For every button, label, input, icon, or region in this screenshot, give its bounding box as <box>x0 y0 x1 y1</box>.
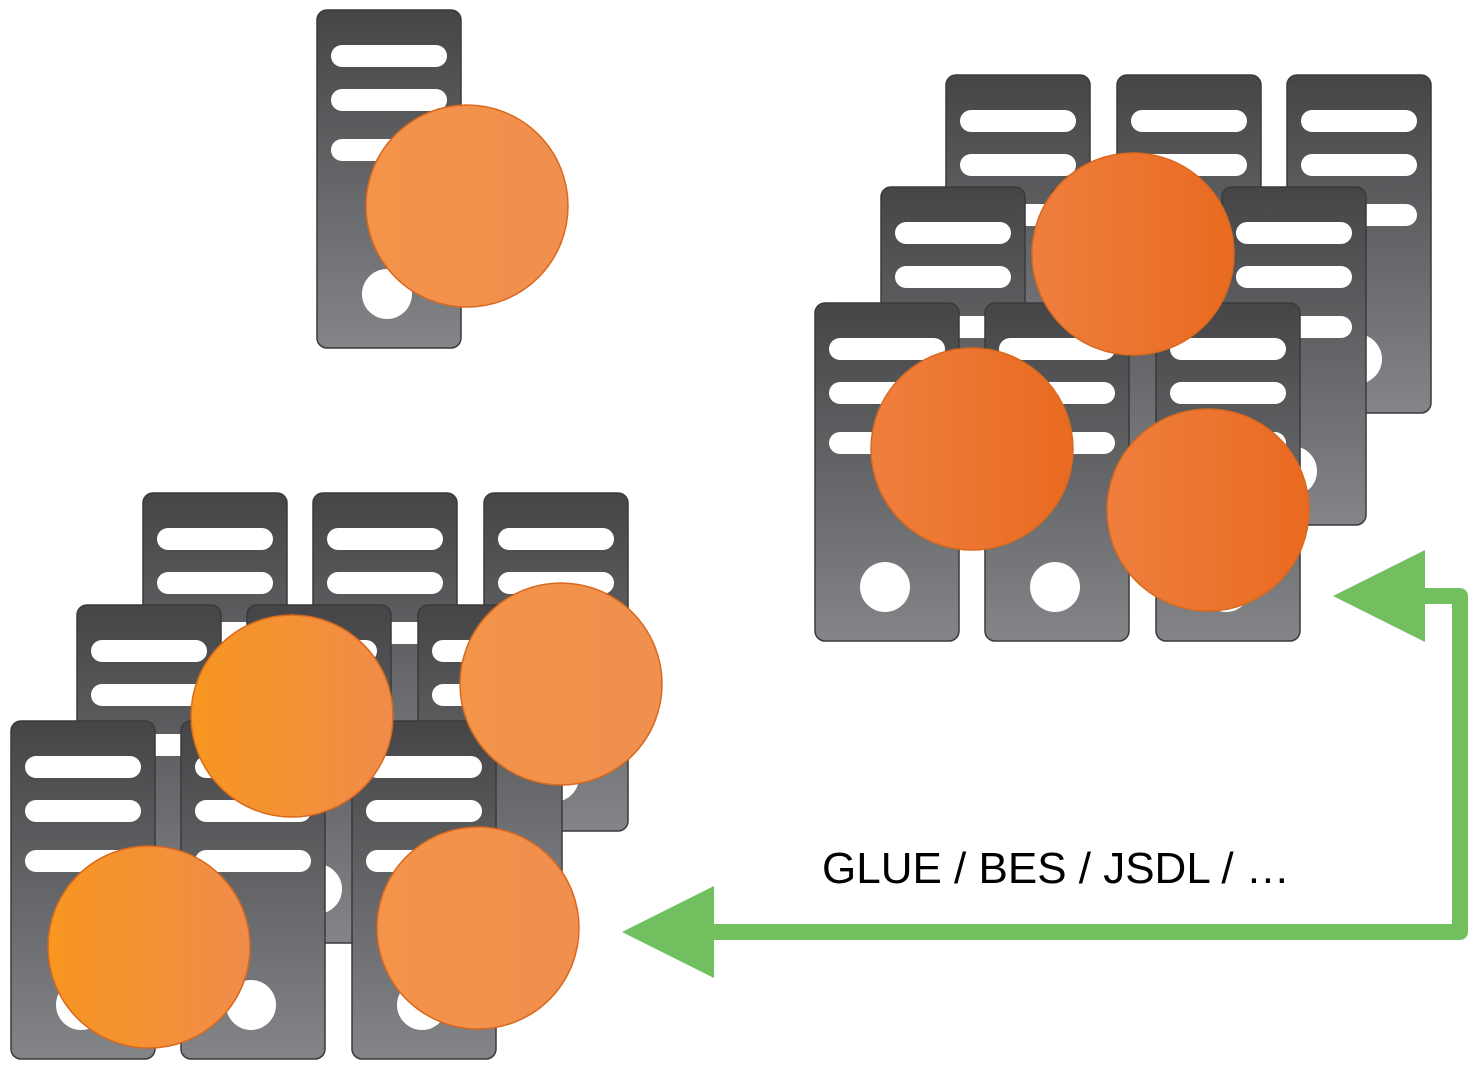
server-drive-slot <box>25 756 141 778</box>
server-drive-slot <box>91 640 207 662</box>
job-circle <box>459 582 663 786</box>
job-circle <box>365 104 569 308</box>
server-drive-slot <box>91 684 207 706</box>
server-drive-slot <box>960 110 1076 132</box>
server-drive-slot <box>960 154 1076 176</box>
server-drive-slot <box>1301 154 1417 176</box>
server-drive-slot <box>1170 382 1286 404</box>
server-drive-slot <box>331 45 447 67</box>
server-drive-slot <box>327 528 443 550</box>
server-drive-slot <box>366 800 482 822</box>
server-drive-slot <box>1236 266 1352 288</box>
server-drive-slot <box>829 338 945 360</box>
server-drive-slot <box>157 572 273 594</box>
server-drive-slot <box>1170 338 1286 360</box>
job-circle <box>1031 152 1235 356</box>
server-power-button <box>860 562 910 612</box>
server-drive-slot <box>331 89 447 111</box>
arrow-head-right <box>1333 550 1425 642</box>
server-drive-slot <box>25 800 141 822</box>
server-drive-slot <box>498 528 614 550</box>
server-drive-slot <box>895 222 1011 244</box>
job-circle <box>1106 408 1310 612</box>
job-circle <box>870 347 1074 551</box>
server-drive-slot <box>1131 110 1247 132</box>
connector-line <box>680 588 1468 940</box>
protocol-label: GLUE / BES / JSDL / … <box>822 844 1290 893</box>
server-drive-slot <box>1236 222 1352 244</box>
server-drive-slot <box>1301 110 1417 132</box>
server-drive-slot <box>195 850 311 872</box>
server-drive-slot <box>366 756 482 778</box>
server-drive-slot <box>895 266 1011 288</box>
server-drive-slot <box>157 528 273 550</box>
arrow-head-left <box>622 886 714 978</box>
job-circle <box>190 614 394 818</box>
server-power-button <box>1030 562 1080 612</box>
job-circle <box>376 826 580 1030</box>
server-drive-slot <box>327 572 443 594</box>
job-circle <box>47 845 251 1049</box>
